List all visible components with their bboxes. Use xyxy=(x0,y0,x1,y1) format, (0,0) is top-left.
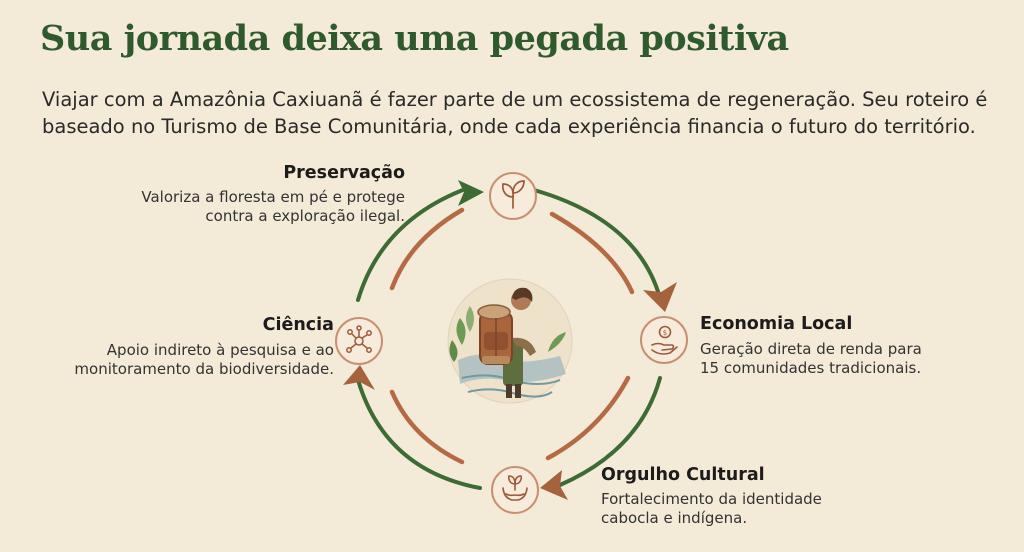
accent-arc-bottom-left xyxy=(389,389,465,465)
accent-arcs xyxy=(389,207,635,465)
hand-coin-icon: $ xyxy=(651,325,678,355)
arrowhead-economia xyxy=(643,282,677,312)
preservacao-desc-line-2: contra a exploração ilegal. xyxy=(205,207,405,225)
ciencia-description: Apoio indireto à pesquisa e ao monitoram… xyxy=(74,341,334,379)
arrowheads xyxy=(343,180,677,500)
preservacao-description: Valoriza a floresta em pé e protege cont… xyxy=(141,188,405,226)
economia-title: Economia Local xyxy=(700,314,853,334)
preservacao-desc-line-1: Valoriza a floresta em pé e protege xyxy=(141,188,405,206)
arc-economia-to-orgulho xyxy=(558,376,662,487)
svg-text:$: $ xyxy=(663,329,667,337)
hands-plant-icon xyxy=(502,475,528,501)
intro-paragraph: Viajar com a Amazônia Caxiuanã é fazer p… xyxy=(42,86,1002,140)
intro-line-1: Viajar com a Amazônia Caxiuanã é fazer p… xyxy=(42,88,988,111)
intro-line-2: baseado no Turismo de Base Comunitária, … xyxy=(42,115,976,138)
sprout-leaves-icon xyxy=(501,180,525,209)
accent-arc-top-left xyxy=(389,207,465,291)
economia-desc-line-1: Geração direta de renda para xyxy=(700,340,922,358)
traveler-backpack-icon xyxy=(447,278,573,404)
cycle-arcs xyxy=(356,186,662,490)
node-orgulho xyxy=(491,466,539,514)
arc-ciencia-to-preservacao xyxy=(356,186,470,302)
ciencia-title: Ciência xyxy=(262,315,334,335)
orgulho-description: Fortalecimento da identidade cabocla e i… xyxy=(601,490,822,528)
orgulho-desc-line-2: cabocla e indígena. xyxy=(601,509,748,527)
orgulho-desc-line-1: Fortalecimento da identidade xyxy=(601,490,822,508)
arrowhead-ciencia xyxy=(343,365,375,390)
page-title: Sua jornada deixa uma pegada positiva xyxy=(40,18,789,59)
node-preservacao xyxy=(489,172,537,220)
economia-desc-line-2: 15 comunidades tradicionais. xyxy=(700,359,922,377)
accent-arc-top-right xyxy=(549,211,635,295)
accent-arc-bottom-right xyxy=(545,375,631,461)
ciencia-desc-line-2: monitoramento da biodiversidade. xyxy=(74,360,334,378)
node-ciencia xyxy=(335,317,383,365)
arrowhead-preservacao xyxy=(458,180,484,206)
arc-preservacao-to-economia xyxy=(532,188,662,300)
arrowhead-orgulho xyxy=(540,470,568,500)
orgulho-title: Orgulho Cultural xyxy=(601,465,765,485)
arc-orgulho-to-ciencia xyxy=(356,378,482,490)
node-economia: $ xyxy=(640,316,688,364)
economia-description: Geração direta de renda para 15 comunida… xyxy=(700,340,922,378)
ciencia-desc-line-1: Apoio indireto à pesquisa e ao xyxy=(106,341,334,359)
network-nodes-icon xyxy=(346,325,372,353)
preservacao-title: Preservação xyxy=(283,163,405,183)
